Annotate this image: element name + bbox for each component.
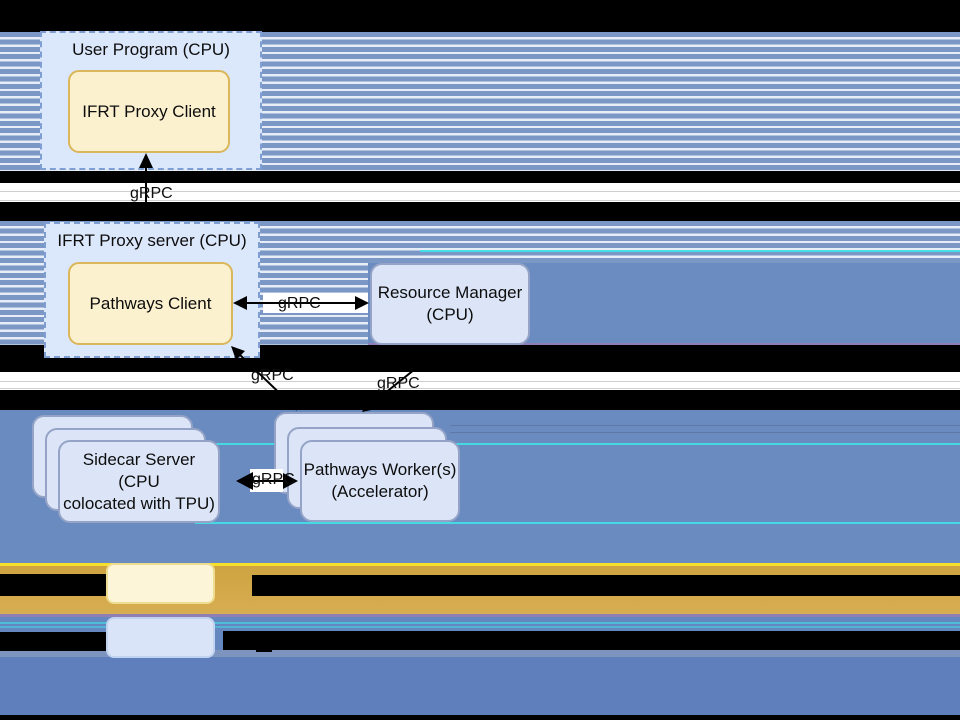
- glitch-line: [0, 191, 960, 192]
- ifrt-proxy-client-box: IFRT Proxy Client: [68, 70, 230, 153]
- legend-blue-swatch: [106, 617, 215, 658]
- band-black-2: [0, 202, 960, 221]
- pathways-client-box: Pathways Client: [68, 262, 233, 345]
- band-black-4: [0, 390, 960, 410]
- glitch-line: [0, 200, 960, 201]
- band-yellow-line: [0, 563, 960, 566]
- resource-manager-box: Resource Manager (CPU): [370, 263, 530, 345]
- glitch-line: [195, 522, 960, 524]
- legend-text-redacted-1-right: [252, 575, 960, 596]
- glitch-line: [0, 388, 960, 389]
- glitch-line: [420, 250, 960, 252]
- legend-text-redacted-1-left: [0, 574, 107, 596]
- resource-manager-label-line1: Resource Manager: [377, 283, 523, 302]
- user-program-title: User Program (CPU): [72, 40, 230, 59]
- resource-manager-label-line2: (CPU): [426, 305, 474, 324]
- band-white-2: [0, 372, 960, 390]
- glitch-line: [0, 622, 960, 624]
- band-black-bottom: [0, 715, 960, 720]
- band-black-top: [0, 0, 960, 32]
- sidecar-server-label-line1: Sidecar Server (CPU: [82, 449, 196, 491]
- grpc-label-top: gRPC: [130, 185, 173, 202]
- grpc-label-bottom: gRPC: [252, 471, 295, 488]
- glitch-line: [0, 381, 960, 382]
- glitch-line: [450, 425, 960, 426]
- glitch-line: [195, 443, 960, 445]
- band-white-1: [0, 183, 960, 202]
- pathways-workers-label-line2: (Accelerator): [331, 482, 429, 501]
- grpc-label-lower-left: gRPC: [251, 367, 294, 384]
- glitch-line: [450, 432, 960, 433]
- band-bottom-blue: [0, 657, 960, 715]
- legend-text-redacted-2-left: [0, 632, 107, 651]
- ifrt-proxy-server-title: IFRT Proxy server (CPU): [57, 231, 247, 250]
- pathways-client-label: Pathways Client: [89, 293, 212, 313]
- sidecar-server-label-line2: colocated with TPU): [63, 493, 215, 513]
- ifrt-proxy-client-label: IFRT Proxy Client: [82, 101, 216, 121]
- band-gray-blue: [0, 650, 960, 657]
- band-black-1: [0, 171, 960, 183]
- legend-text-redacted-descender: [256, 646, 272, 652]
- sidecar-server-card-front: Sidecar Server (CPU colocated with TPU): [58, 440, 220, 523]
- glitch-line: [0, 626, 960, 628]
- grpc-label-lower-right: gRPC: [377, 375, 420, 392]
- pathways-workers-card-front: Pathways Worker(s) (Accelerator): [300, 440, 460, 522]
- legend-yellow-swatch: [106, 563, 215, 604]
- pathways-workers-label-line1: Pathways Worker(s): [303, 460, 457, 479]
- grpc-label-mid: gRPC: [278, 295, 321, 312]
- band-purple-line: [0, 614, 960, 617]
- legend-text-redacted-2-right: [223, 631, 960, 650]
